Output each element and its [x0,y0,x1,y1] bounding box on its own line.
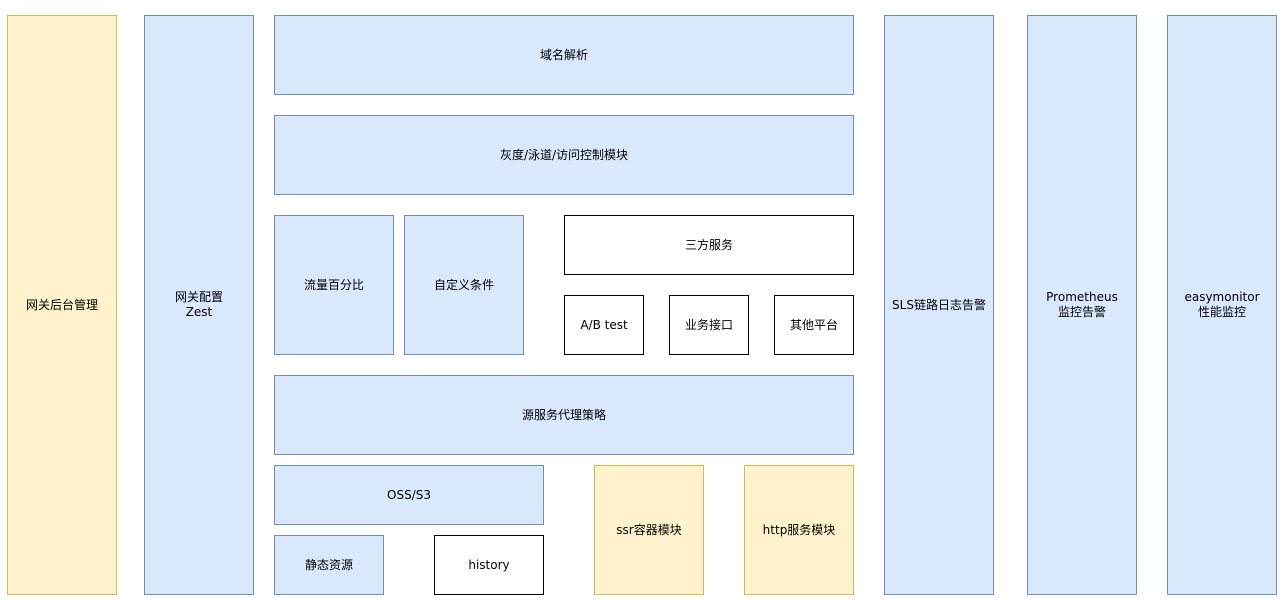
static-resource-label: 静态资源 [304,557,353,572]
easymonitor-box: easymonitor 性能监控 [1167,15,1277,595]
custom-condition-label: 自定义条件 [433,277,494,292]
http-service-module-label: http服务模块 [762,522,836,537]
other-platform-label: 其他平台 [789,317,838,332]
ssr-container-module-label: ssr容器模块 [616,522,682,537]
ssr-container-module-box: ssr容器模块 [594,465,704,595]
sls-log-alert-label: SLS链路日志告警 [892,297,986,312]
origin-proxy-strategy-box: 源服务代理策略 [274,375,854,455]
sls-log-alert-box: SLS链路日志告警 [884,15,994,595]
http-service-module-box: http服务模块 [744,465,854,595]
gray-access-control-box: 灰度/泳道/访问控制模块 [274,115,854,195]
third-party-service-label: 三方服务 [684,237,733,252]
third-party-service-box: 三方服务 [564,215,854,275]
dns-resolution-label: 域名解析 [539,47,588,62]
traffic-percent-box: 流量百分比 [274,215,394,355]
oss-s3-box: OSS/S3 [274,465,544,525]
dns-resolution-box: 域名解析 [274,15,854,95]
prometheus-alert-label: Prometheus 监控告警 [1046,290,1118,319]
ab-test-box: A/B test [564,295,644,355]
gateway-config-box: 网关配置 Zest [144,15,254,595]
gateway-admin-box: 网关后台管理 [7,15,117,595]
gateway-config-label: 网关配置 Zest [174,290,223,319]
static-resource-box: 静态资源 [274,535,384,595]
business-api-box: 业务接口 [669,295,749,355]
easymonitor-label: easymonitor 性能监控 [1184,290,1260,319]
ab-test-label: A/B test [580,317,628,332]
gateway-admin-label: 网关后台管理 [25,297,98,312]
gray-access-control-label: 灰度/泳道/访问控制模块 [499,147,629,162]
traffic-percent-label: 流量百分比 [303,277,364,292]
origin-proxy-strategy-label: 源服务代理策略 [521,407,606,422]
prometheus-alert-box: Prometheus 监控告警 [1027,15,1137,595]
oss-s3-label: OSS/S3 [387,487,431,502]
history-box: history [434,535,544,595]
custom-condition-box: 自定义条件 [404,215,524,355]
other-platform-box: 其他平台 [774,295,854,355]
history-label: history [468,557,510,572]
business-api-label: 业务接口 [684,317,733,332]
